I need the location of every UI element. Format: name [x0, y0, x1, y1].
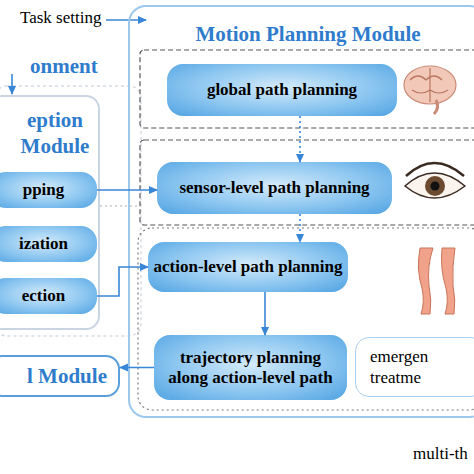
brain-fold	[410, 68, 448, 102]
process-box: trajectory planning along action-level p…	[154, 335, 347, 400]
process-box: sensor-level path planning	[157, 162, 392, 214]
process-box: pping	[0, 172, 97, 208]
node-text: sensor-level path planning	[175, 178, 373, 198]
node-text: action-level path planning	[150, 257, 347, 277]
input-arrow	[11, 74, 13, 94]
node-text: ection	[18, 286, 69, 306]
divider-line	[100, 205, 140, 207]
input-label: Task setting	[20, 8, 101, 28]
level-frame	[140, 50, 474, 128]
node-text: Motion Planning Module	[130, 7, 474, 47]
eye-shape	[405, 173, 465, 198]
module-label: onment	[30, 54, 98, 79]
flow-arrow	[97, 267, 148, 296]
node-text: ization	[15, 234, 72, 254]
brain-shape	[404, 66, 456, 104]
node-text: eption Module	[0, 97, 98, 159]
process-box: emergen treatme	[355, 337, 474, 397]
leg-shape	[442, 248, 456, 314]
brain-icon	[404, 66, 456, 114]
module-box: eption Module pping ization ection	[0, 95, 100, 330]
note-text: multi-th	[413, 444, 468, 464]
level-frame	[140, 140, 474, 225]
module-box: l Module	[0, 355, 120, 397]
eye-brow	[406, 163, 464, 176]
eye-icon	[405, 163, 465, 198]
process-box: ization	[0, 226, 97, 262]
node-text: global path planning	[203, 80, 361, 100]
flow-arrow	[299, 116, 301, 162]
process-box: ection	[0, 278, 97, 314]
legs-icon	[418, 248, 455, 314]
leg-shape	[418, 248, 433, 314]
process-box: action-level path planning	[148, 242, 348, 292]
brain-stem	[434, 100, 438, 114]
eye-iris	[425, 176, 445, 196]
flow-arrow	[120, 367, 154, 369]
flow-arrow	[97, 189, 157, 191]
process-box: global path planning	[167, 64, 397, 116]
input-arrow	[106, 19, 146, 21]
node-text: pping	[19, 180, 69, 200]
node-text: trajectory planning along action-level p…	[154, 348, 347, 388]
node-text: l Module	[1, 364, 107, 389]
flow-arrow	[299, 214, 301, 242]
node-text: emergen treatme	[356, 346, 445, 388]
eye-pupil	[431, 182, 440, 191]
flow-arrow	[264, 292, 266, 335]
module-box: Motion Planning Module global path planni…	[128, 5, 474, 418]
